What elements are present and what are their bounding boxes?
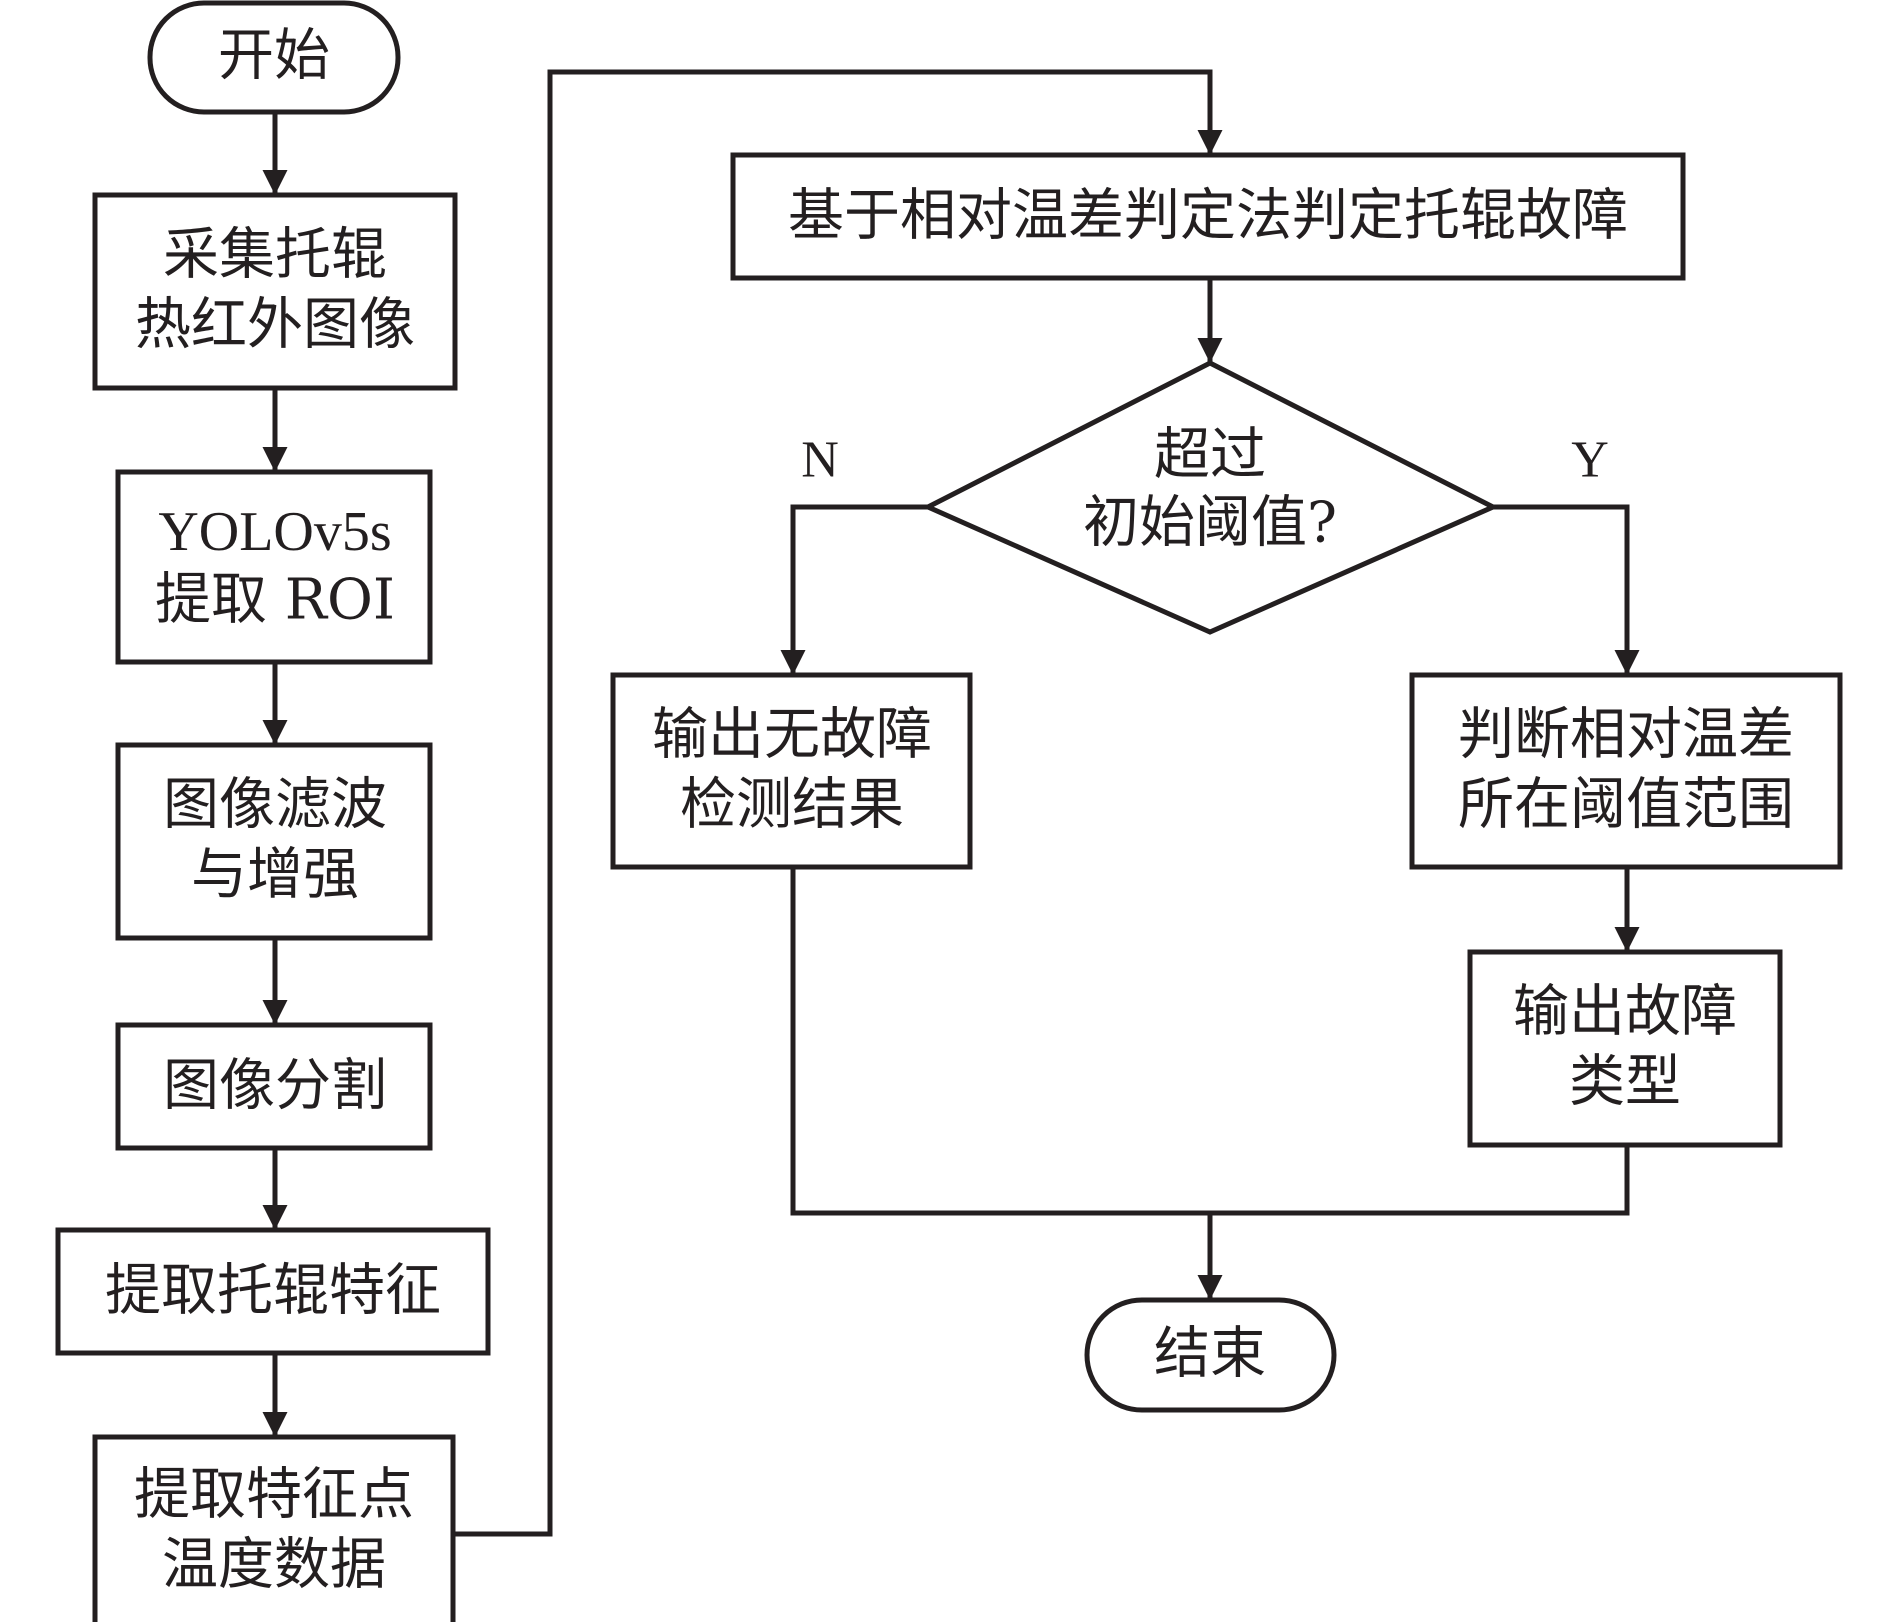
decision-label-line1: 超过 — [1154, 423, 1266, 488]
no-fault-output: 输出无故障 检测结果 — [610, 672, 973, 870]
range-label-line1: 判断相对温差 — [1458, 703, 1794, 768]
arrow-temp-to-judge — [453, 69, 1223, 1537]
filter-label-line2: 与增强 — [191, 843, 359, 908]
threshold-range-step: 判断相对温差 所在阈值范围 — [1409, 672, 1843, 870]
arrow-decision-yes — [1493, 504, 1640, 675]
arrow-decision-no — [780, 504, 928, 675]
temp-label-line2: 温度数据 — [162, 1533, 386, 1598]
branch-no-label: N — [801, 432, 839, 489]
segmentation-step: 图像分割 — [115, 1022, 433, 1151]
fault-type-output: 输出故障 类型 — [1467, 949, 1783, 1148]
no-fault-label-line2: 检测结果 — [680, 773, 904, 838]
temp-label-line1: 提取特征点 — [134, 1463, 414, 1528]
filter-label-line1: 图像滤波 — [163, 773, 387, 838]
line-no-fault-to-merge — [790, 867, 1210, 1216]
capture-image-step: 采集托辊 热红外图像 — [92, 192, 458, 391]
branch-yes-label: Y — [1571, 432, 1609, 489]
extract-features-step: 提取托辊特征 — [55, 1227, 491, 1356]
capture-label-line2: 热红外图像 — [135, 293, 415, 358]
connectors — [262, 69, 1640, 1537]
judge-label: 基于相对温差判定法判定托辊故障 — [788, 184, 1628, 249]
no-fault-label-line1: 输出无故障 — [652, 703, 932, 768]
start-terminal: 开始 — [147, 0, 401, 115]
end-label: 结束 — [1154, 1322, 1266, 1387]
temperature-data-step: 提取特征点 温度数据 — [92, 1434, 456, 1622]
yolo-roi-step: YOLOv5s 提取 ROI — [115, 469, 433, 665]
segment-label: 图像分割 — [163, 1054, 387, 1119]
threshold-decision: 超过 初始阈值? — [922, 360, 1499, 635]
decision-label-line2: 初始阈值? — [1083, 491, 1337, 556]
start-label: 开始 — [218, 24, 330, 89]
end-terminal: 结束 — [1084, 1297, 1337, 1413]
fault-type-label-line2: 类型 — [1569, 1050, 1681, 1115]
yolo-label-line2: 提取 ROI — [155, 568, 395, 633]
extract-features-label: 提取托辊特征 — [105, 1259, 441, 1324]
capture-label-line1: 采集托辊 — [163, 223, 387, 288]
filter-enhance-step: 图像滤波 与增强 — [115, 742, 433, 941]
line-fault-type-to-merge — [1210, 1145, 1630, 1216]
fault-type-label-line1: 输出故障 — [1513, 980, 1737, 1045]
judge-fault-step: 基于相对温差判定法判定托辊故障 — [730, 152, 1686, 281]
range-label-line2: 所在阈值范围 — [1458, 773, 1794, 838]
yolo-label-line1: YOLOv5s — [158, 501, 391, 563]
